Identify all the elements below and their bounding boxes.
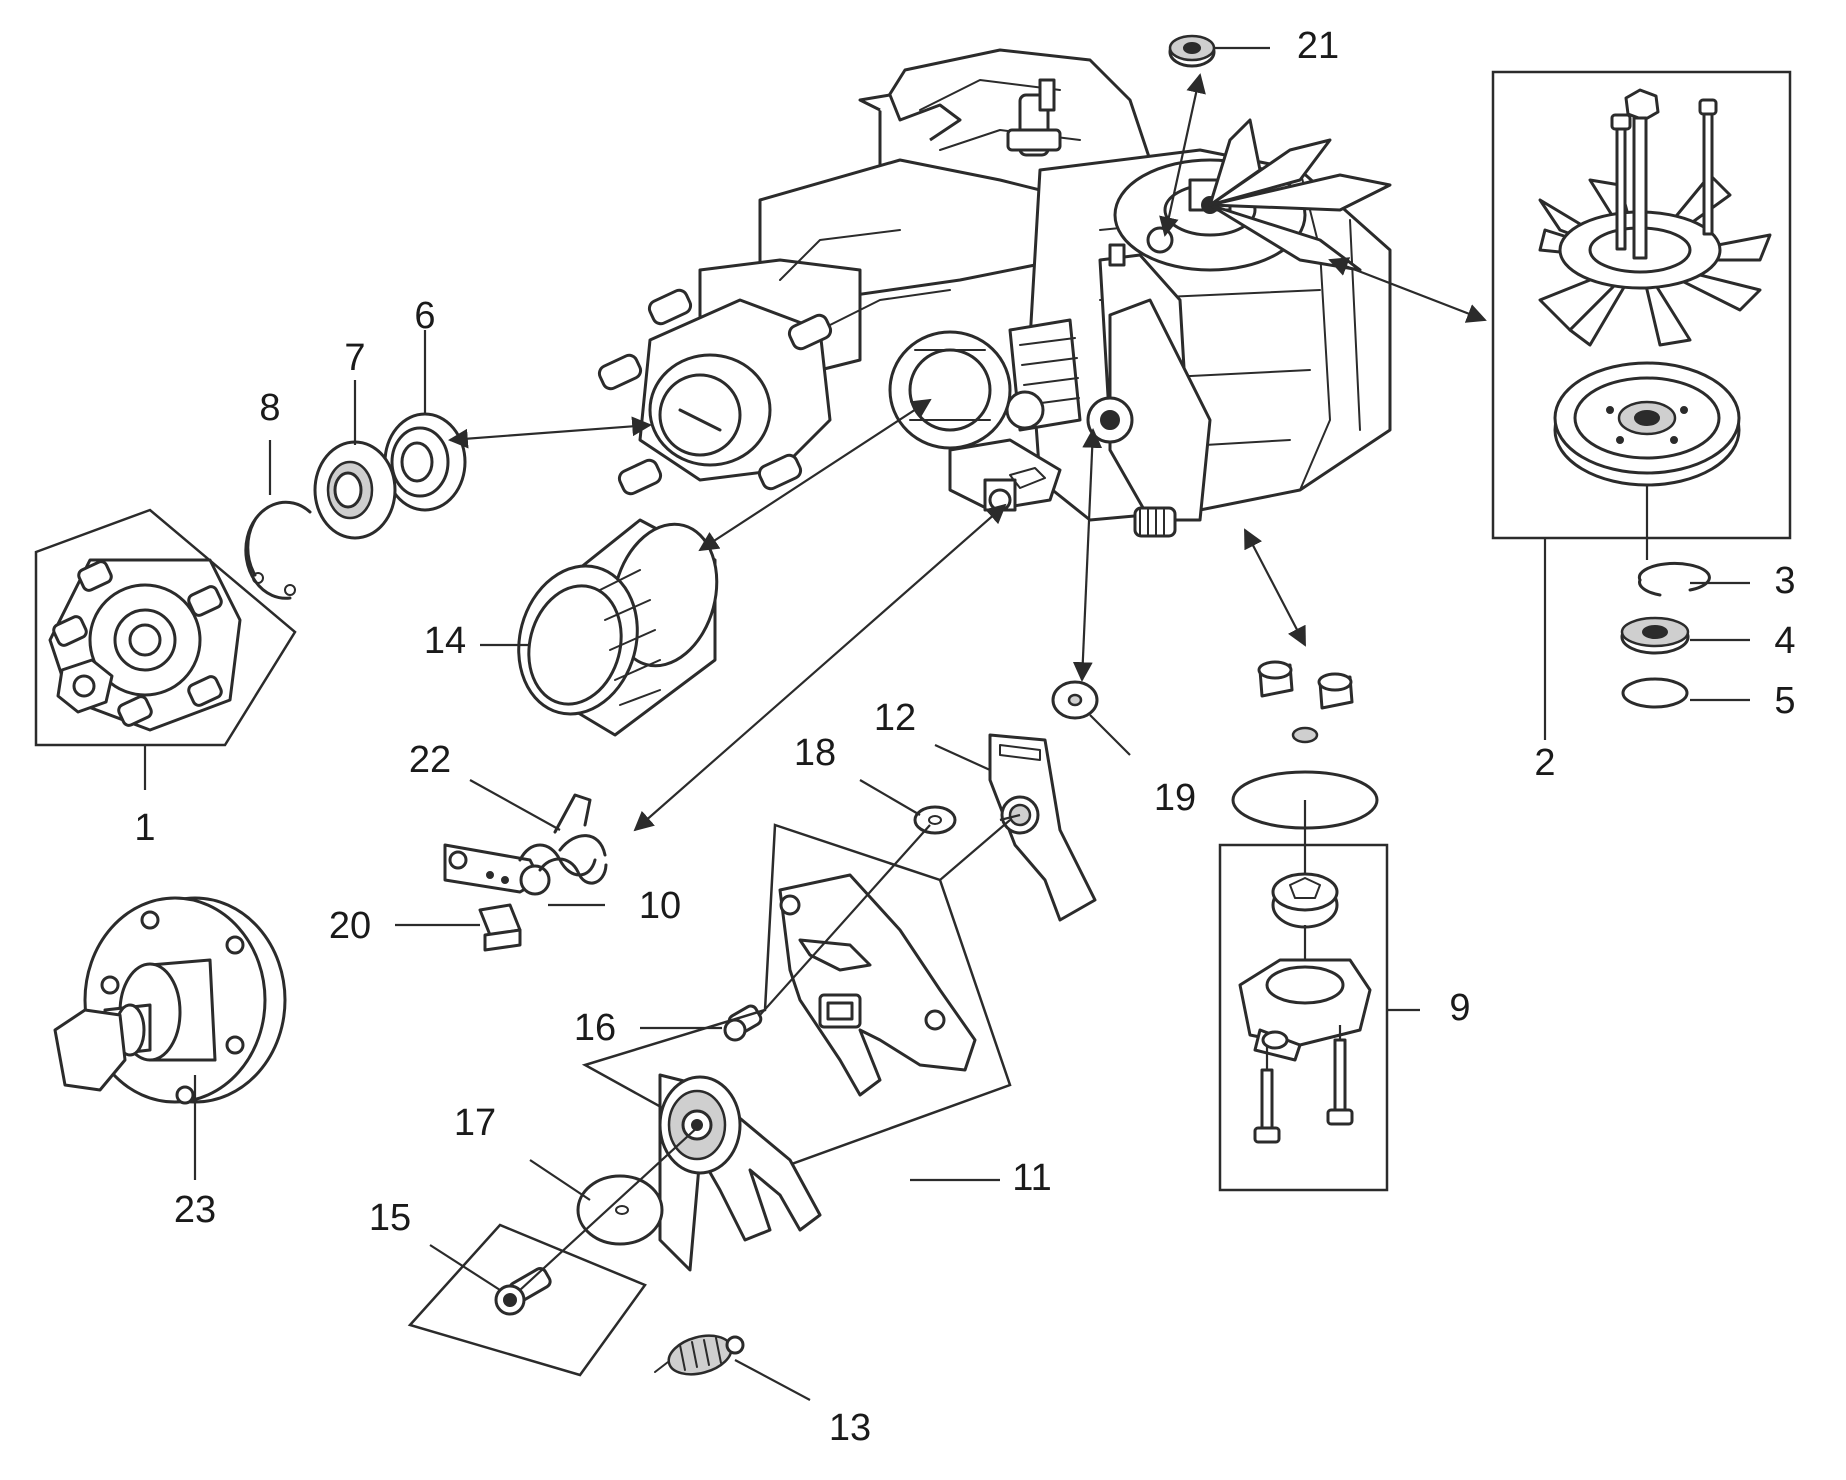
part-16-screw [640, 1004, 763, 1042]
part-23-hub-adapter [53, 896, 287, 1180]
part-17-washer [529, 1159, 664, 1246]
callout-1: 1 [134, 807, 155, 849]
part-15-bolt [429, 1244, 552, 1316]
transaxle-housing [597, 48, 1392, 538]
callout-6: 6 [414, 295, 435, 337]
callout-4: 4 [1774, 620, 1795, 662]
callout-22: 22 [409, 739, 451, 781]
callout-17: 17 [454, 1102, 496, 1144]
explosion-arrows [448, 73, 1487, 1291]
part-13-spring [654, 1334, 811, 1401]
callout-10: 10 [639, 885, 681, 927]
callout-2: 2 [1534, 742, 1555, 784]
callout-20: 20 [329, 905, 371, 947]
callout-19: 19 [1154, 777, 1196, 819]
part-10-brake-link [443, 843, 605, 907]
part-7-seal [313, 380, 397, 540]
callout-8: 8 [259, 387, 280, 429]
part-8-circlip [244, 440, 312, 600]
callout-12: 12 [874, 697, 916, 739]
part-4-bearing [1620, 616, 1750, 655]
callout-16: 16 [574, 1007, 616, 1049]
cooling-fan [1538, 173, 1772, 347]
part-5-washer [1621, 677, 1750, 709]
part-15-17-group [407, 1223, 647, 1377]
fan-bolts [1610, 88, 1718, 260]
callout-9: 9 [1449, 987, 1470, 1029]
callout-21: 21 [1297, 25, 1339, 67]
callout-3: 3 [1774, 560, 1795, 602]
callout-5: 5 [1774, 680, 1795, 722]
part-18-washer [859, 779, 957, 835]
callout-15: 15 [369, 1197, 411, 1239]
callout-13: 13 [829, 1407, 871, 1449]
callout-14: 14 [424, 620, 466, 662]
part-2-fan-pulley-assembly [1491, 70, 1792, 740]
callout-11: 11 [1012, 1157, 1051, 1199]
part-21-seal [1168, 34, 1270, 68]
part-22-spring [469, 779, 608, 885]
pump-fittings [1231, 660, 1379, 830]
drive-pulley [1553, 361, 1741, 487]
part-1-wheel-hub [34, 508, 297, 790]
part-14-oil-filter [480, 518, 719, 737]
part-6-ball-bearing [383, 330, 467, 512]
housing-spring [1133, 506, 1177, 538]
callout-7: 7 [344, 337, 365, 379]
part-9-charge-pump-assembly [1218, 660, 1420, 1192]
part-20-clip [395, 903, 522, 952]
part-19-washer [1051, 680, 1131, 756]
callout-23: 23 [174, 1189, 216, 1231]
callout-18: 18 [794, 732, 836, 774]
callout-labels: 1 2 3 4 5 6 7 8 9 10 11 12 13 14 15 16 1… [134, 25, 1795, 1449]
part-12-bracket [934, 733, 1097, 922]
part-3-retaining-ring [1637, 561, 1750, 597]
